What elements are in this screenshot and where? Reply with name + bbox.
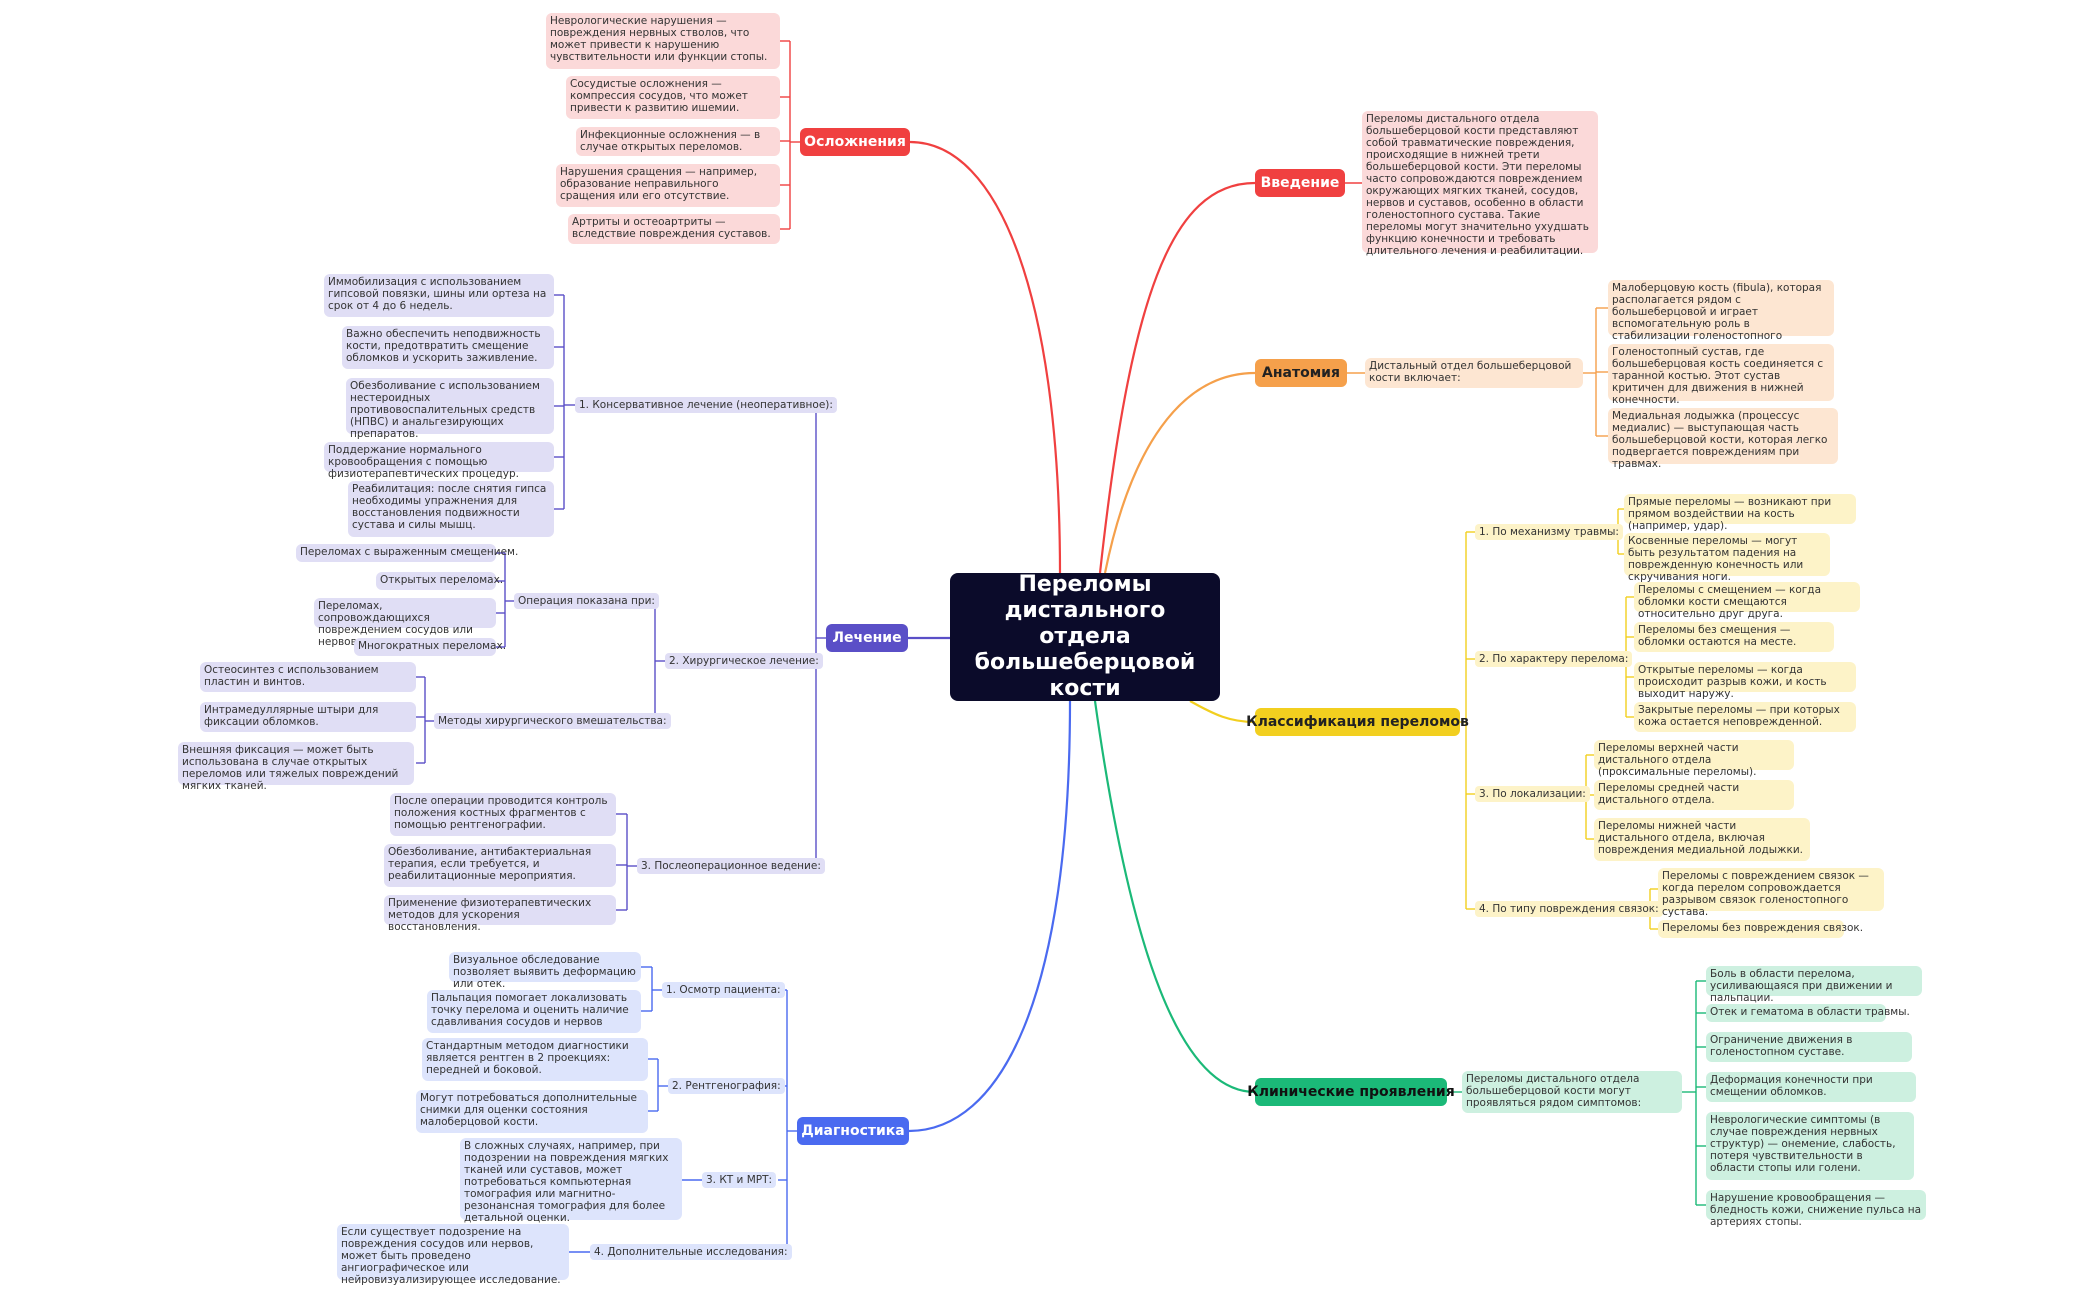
clinical-item[interactable]: Нарушение кровообращения — бледность кож…	[1706, 1190, 1926, 1228]
complication-item[interactable]: Сосудистые осложнения — компрессия сосуд…	[566, 76, 780, 119]
classification-group-label[interactable]: 3. По локализации:	[1475, 786, 1590, 802]
classification-group-label[interactable]: 4. По типу повреждения связок:	[1475, 901, 1663, 917]
treatment-item[interactable]: Важно обеспечить неподвижность кости, пр…	[342, 326, 554, 369]
postop-item[interactable]: Применение физиотерапевтических методов …	[384, 895, 616, 933]
clinical-item[interactable]: Ограничение движения в голеностопном сус…	[1706, 1032, 1912, 1062]
complication-item[interactable]: Инфекционные осложнения — в случае откры…	[576, 127, 780, 156]
clinical-item[interactable]: Деформация конечности при смещении облом…	[1706, 1072, 1916, 1102]
topic-intro[interactable]: Введение	[1255, 169, 1345, 197]
diagnostics-item[interactable]: Если существует подозрение на повреждени…	[337, 1224, 569, 1286]
classification-item[interactable]: Закрытые переломы — при которых кожа ост…	[1634, 702, 1856, 732]
diagnostics-group-label[interactable]: 1. Осмотр пациента:	[662, 982, 785, 998]
topic-complications[interactable]: Осложнения	[800, 128, 910, 156]
connector-line	[1189, 700, 1256, 724]
topic-treatment[interactable]: Лечение	[826, 624, 908, 652]
diagnostics-item[interactable]: В сложных случаях, например, при подозре…	[460, 1138, 682, 1224]
classification-item[interactable]: Переломы нижней части дистального отдела…	[1594, 818, 1810, 861]
diagnostics-group-label[interactable]: 2. Рентгенография:	[668, 1078, 785, 1094]
classification-item[interactable]: Переломы с повреждением связок — когда п…	[1658, 868, 1884, 918]
classification-item[interactable]: Прямые переломы — возникают при прямом в…	[1624, 494, 1856, 532]
classification-item[interactable]: Переломы без повреждения связок.	[1658, 920, 1863, 938]
anatomy-item[interactable]: Малоберцовую кость (fibula), которая рас…	[1608, 280, 1834, 354]
topic-classification[interactable]: Классификация переломов	[1246, 708, 1469, 736]
diagnostics-item[interactable]: Пальпация помогает локализовать точку пе…	[427, 990, 641, 1033]
connector-line	[908, 700, 1072, 1133]
treatment-item[interactable]: Реабилитация: после снятия гипса необход…	[348, 481, 554, 537]
treatment-surgical-label[interactable]: 2. Хирургическое лечение:	[665, 653, 823, 669]
topic-anatomy[interactable]: Анатомия	[1255, 359, 1347, 387]
treatment-item[interactable]: Поддержание нормального кровообращения с…	[324, 442, 554, 480]
surgical-indications-label[interactable]: Операция показана при:	[514, 593, 659, 609]
method-item[interactable]: Интрамедуллярные штыри для фиксации обло…	[200, 702, 416, 732]
classification-group-label[interactable]: 1. По механизму травмы:	[1475, 524, 1623, 540]
clinical-subtopic[interactable]: Переломы дистального отдела большеберцов…	[1462, 1071, 1682, 1113]
indication-item[interactable]: Переломах, сопровождающихся повреждением…	[314, 598, 496, 648]
indication-item[interactable]: Переломах с выраженным смещением.	[296, 544, 518, 562]
clinical-item[interactable]: Неврологические симптомы (в случае повре…	[1706, 1112, 1914, 1180]
treatment-item[interactable]: Обезболивание с использованием нестероид…	[346, 378, 554, 440]
postop-item[interactable]: Обезболивание, антибактериальная терапия…	[384, 844, 616, 887]
connector-line	[1098, 181, 1256, 574]
postop-item[interactable]: После операции проводится контроль полож…	[390, 793, 616, 836]
anatomy-subtopic[interactable]: Дистальный отдел большеберцовой кости вк…	[1365, 358, 1583, 388]
complication-item[interactable]: Артриты и остеоартриты — вследствие повр…	[568, 214, 780, 244]
connector-line	[1093, 700, 1256, 1094]
classification-item[interactable]: Переломы верхней части дистального отдел…	[1594, 740, 1794, 778]
topic-clinical[interactable]: Клинические проявления	[1247, 1078, 1455, 1106]
diagnostics-item[interactable]: Могут потребоваться дополнительные снимк…	[416, 1090, 648, 1133]
classification-item[interactable]: Открытые переломы — когда происходит раз…	[1634, 662, 1856, 700]
classification-item[interactable]: Переломы средней части дистального отдел…	[1594, 780, 1794, 810]
clinical-item[interactable]: Боль в области перелома, усиливающаяся п…	[1706, 966, 1922, 1004]
indication-item[interactable]: Открытых переломах.	[376, 572, 503, 590]
complication-item[interactable]: Нарушения сращения — например, образован…	[556, 164, 780, 207]
classification-item[interactable]: Косвенные переломы — могут быть результа…	[1624, 533, 1830, 583]
method-item[interactable]: Внешняя фиксация — может быть использова…	[178, 742, 414, 792]
indication-item[interactable]: Многократных переломах.	[354, 638, 506, 656]
diagnostics-group-label[interactable]: 3. КТ и МРТ:	[702, 1172, 777, 1188]
topic-diagnostics[interactable]: Диагностика	[797, 1117, 909, 1145]
surgical-methods-label[interactable]: Методы хирургического вмешательства:	[434, 713, 671, 729]
diagnostics-item[interactable]: Визуальное обследование позволяет выявит…	[449, 952, 641, 990]
classification-item[interactable]: Переломы с смещением — когда обломки кос…	[1634, 582, 1860, 620]
treatment-conservative-label[interactable]: 1. Консервативное лечение (неоперативное…	[575, 397, 837, 413]
method-item[interactable]: Остеосинтез с использованием пластин и в…	[200, 662, 416, 692]
clinical-item[interactable]: Отек и гематома в области травмы.	[1706, 1004, 1910, 1022]
treatment-postop-label[interactable]: 3. Послеоперационное ведение:	[637, 858, 825, 874]
classification-item[interactable]: Переломы без смещения — обломки остаются…	[1634, 622, 1834, 652]
connector-line	[1103, 371, 1256, 574]
connector-line	[909, 140, 1062, 574]
complication-item[interactable]: Неврологические нарушения — повреждения …	[546, 13, 780, 69]
root-topic[interactable]: Переломы дистального отдела большеберцов…	[950, 572, 1220, 701]
diagnostics-item[interactable]: Стандартным методом диагностики является…	[422, 1038, 648, 1081]
anatomy-item[interactable]: Голеностопный сустав, где большеберцовая…	[1608, 344, 1834, 406]
intro-text[interactable]: Переломы дистального отдела большеберцов…	[1362, 111, 1598, 257]
treatment-item[interactable]: Иммобилизация с использованием гипсовой …	[324, 274, 554, 317]
diagnostics-group-label[interactable]: 4. Дополнительные исследования:	[590, 1244, 792, 1260]
anatomy-item[interactable]: Медиальная лодыжка (процессус медиалис) …	[1608, 408, 1838, 470]
classification-group-label[interactable]: 2. По характеру перелома:	[1475, 651, 1633, 667]
